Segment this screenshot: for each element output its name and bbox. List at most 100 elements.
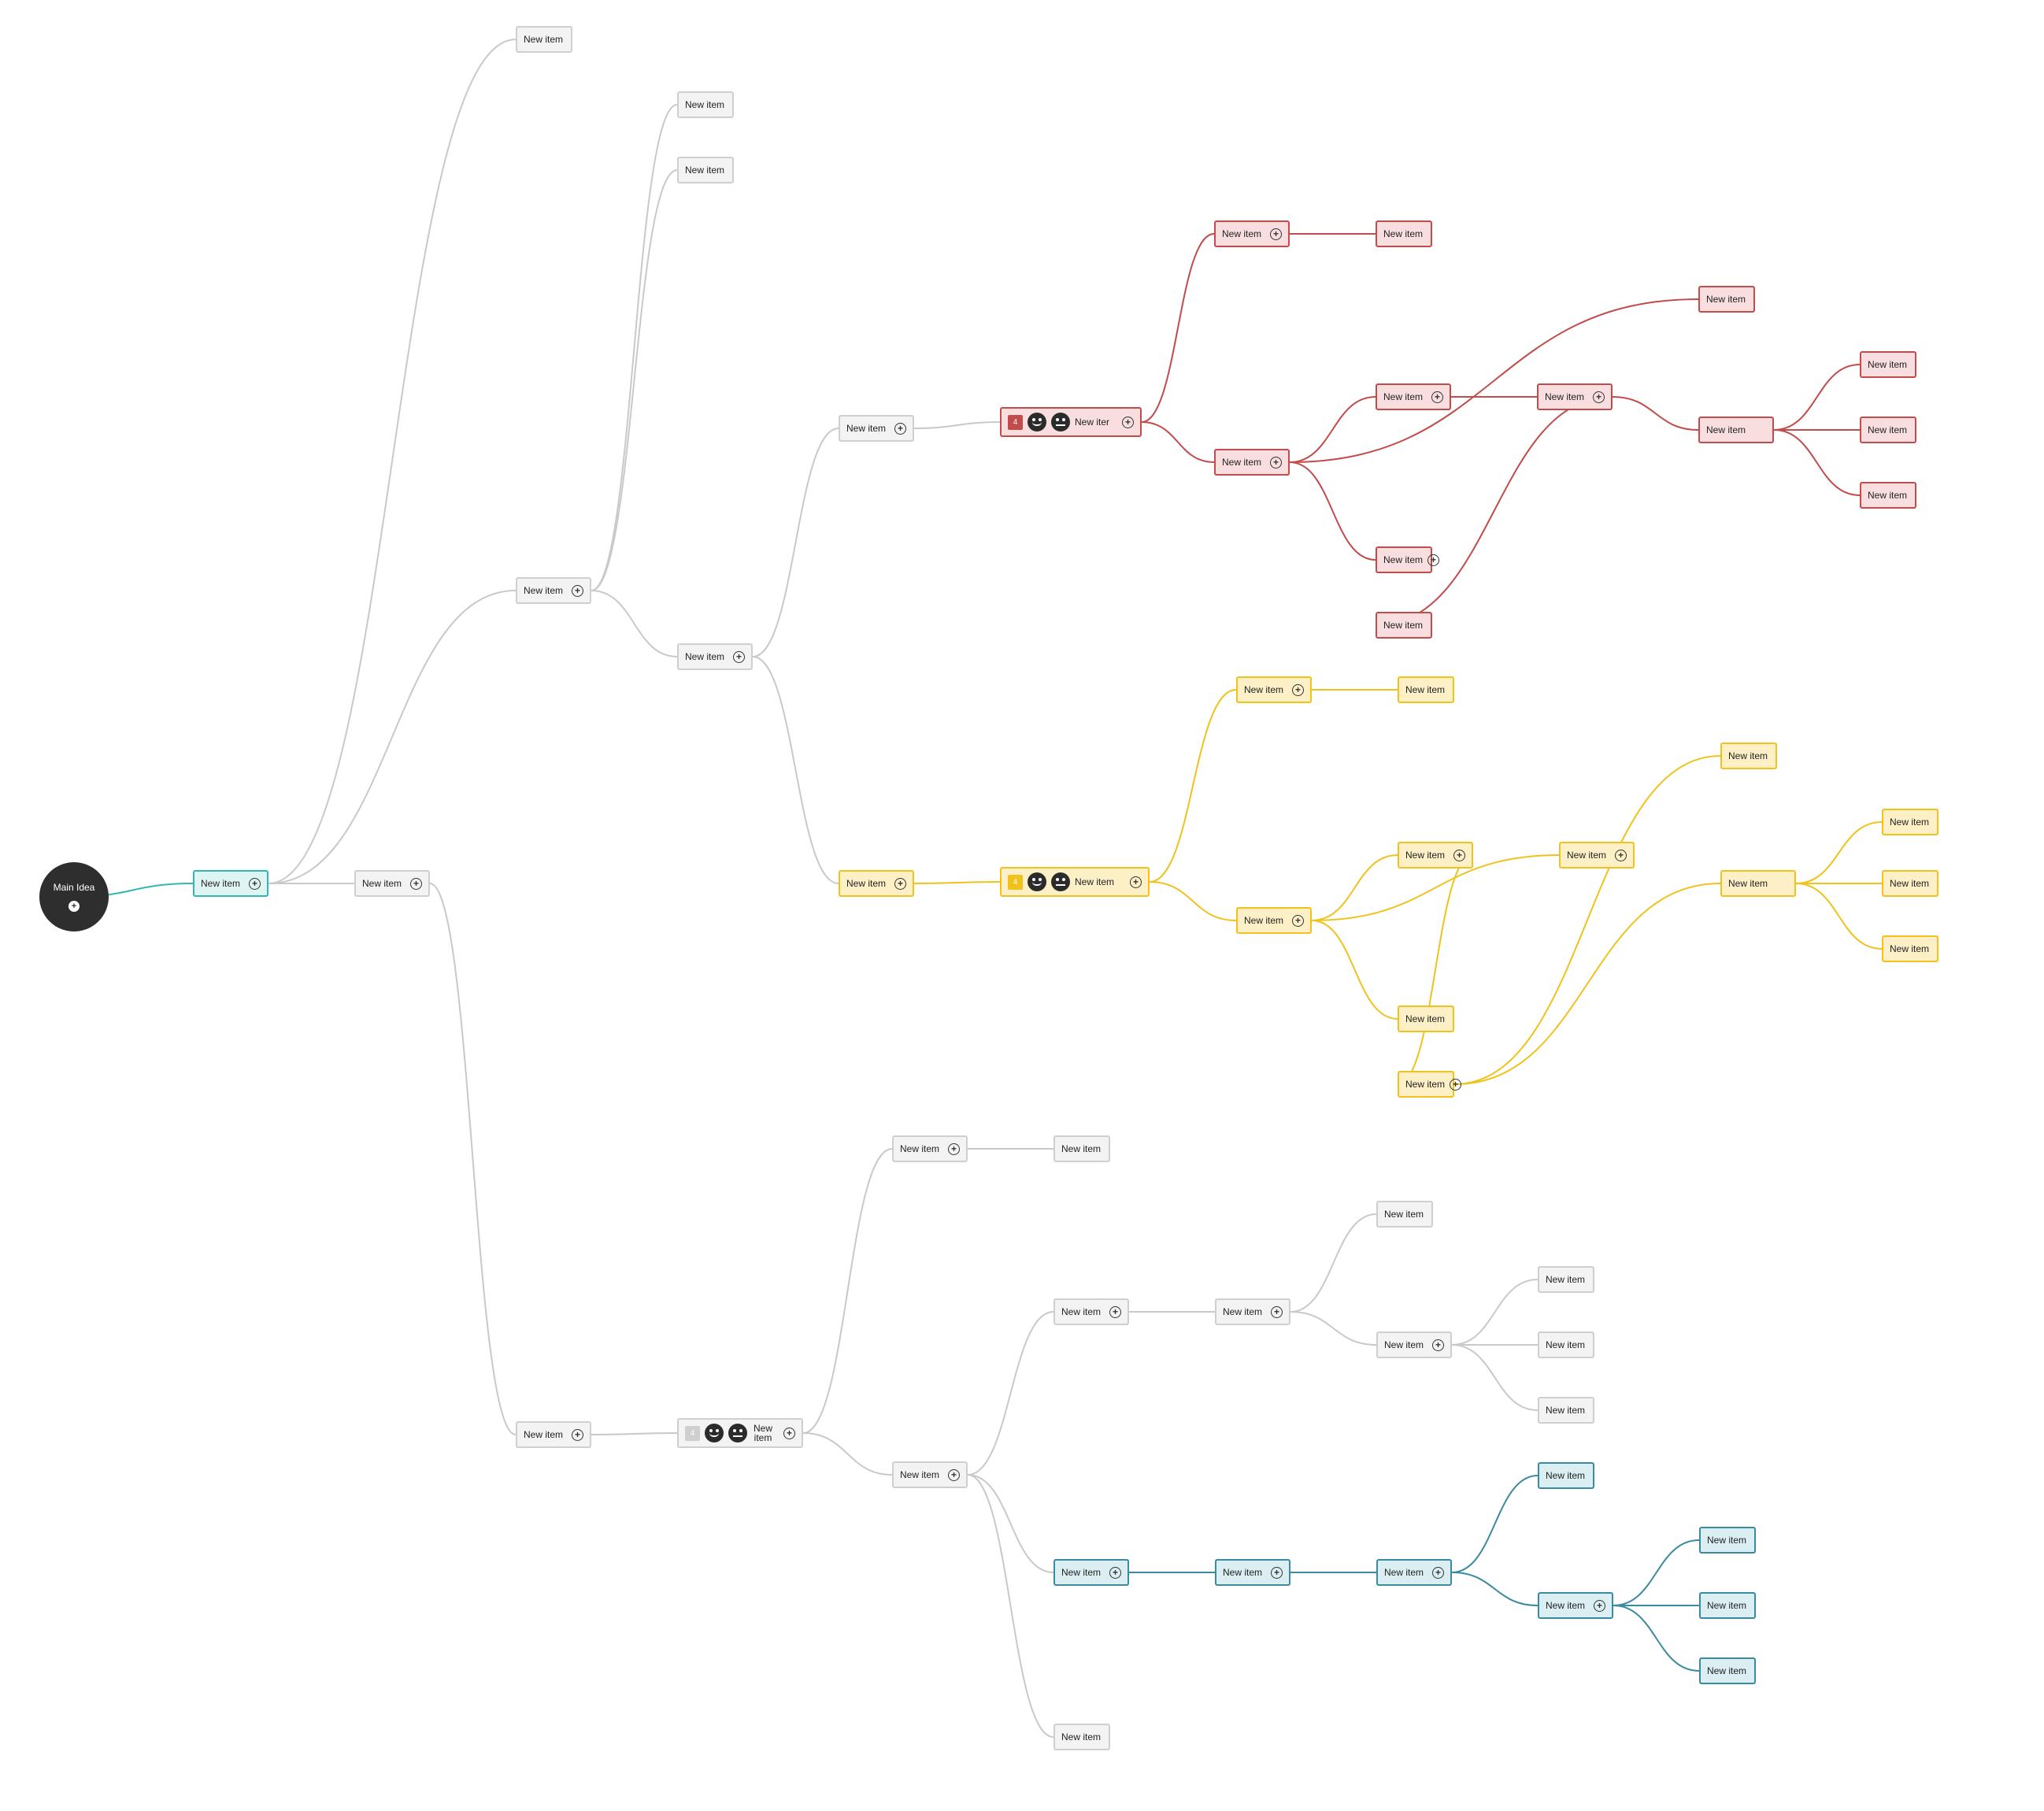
mind-map-node-y12[interactable]: New item <box>1882 870 1938 897</box>
mind-map-node-y8[interactable]: New item+ <box>1398 1071 1462 1098</box>
plus-circle-icon[interactable]: + <box>1271 1305 1283 1318</box>
mind-map-node-r1[interactable]: New item+ <box>1214 220 1290 247</box>
plus-circle-icon[interactable]: + <box>1450 1078 1462 1091</box>
mind-map-node-g7[interactable]: New item <box>1376 1201 1433 1228</box>
plus-circle-icon[interactable]: + <box>1122 416 1134 428</box>
mind-map-node-y11[interactable]: New item <box>1882 809 1938 835</box>
mind-map-node-g6[interactable]: New item+ <box>1215 1298 1290 1325</box>
plus-circle-icon[interactable]: + <box>1130 876 1142 888</box>
mind-map-node-g4[interactable]: New item <box>1053 1135 1110 1162</box>
mind-map-node-r3[interactable]: New item+ <box>1214 449 1290 476</box>
mind-map-node-r2[interactable]: New item <box>1376 220 1432 247</box>
mind-map-node-y2[interactable]: New item+ <box>1236 676 1312 703</box>
plus-circle-icon[interactable]: + <box>1432 1339 1444 1351</box>
connector-g3-b1 <box>967 1474 1054 1573</box>
plus-circle-icon[interactable]: + <box>1109 1305 1121 1318</box>
mind-map-node-b8[interactable]: New item <box>1699 1657 1756 1684</box>
connector-n1-n3 <box>268 39 517 884</box>
mind-map-node-g10[interactable]: New item <box>1538 1331 1594 1358</box>
neutral-face-icon <box>1051 872 1070 891</box>
plus-circle-icon[interactable]: + <box>1292 683 1304 696</box>
plus-circle-icon[interactable]: + <box>948 1143 960 1155</box>
plus-circle-icon[interactable]: + <box>1431 391 1443 403</box>
mind-map-node-b6[interactable]: New item <box>1699 1527 1756 1554</box>
mind-map-node-r6[interactable]: New item <box>1698 286 1755 313</box>
mind-map-node-y10[interactable]: New item <box>1720 870 1796 897</box>
mind-map-node-n1[interactable]: New item+ <box>193 870 268 897</box>
plus-circle-icon[interactable]: + <box>1292 914 1304 927</box>
plus-circle-icon[interactable]: + <box>1432 1566 1444 1579</box>
mind-map-node-n3[interactable]: New item <box>516 26 572 53</box>
connector-n6-n4 <box>591 104 678 591</box>
mind-map-node-b2[interactable]: New item + <box>1215 1559 1290 1586</box>
mind-map-node-y6[interactable]: New item+ <box>1559 842 1635 868</box>
mind-map-node-y3[interactable]: New item <box>1398 676 1454 703</box>
plus-circle-icon[interactable]: + <box>894 877 906 890</box>
plus-circle-icon[interactable]: + <box>572 584 583 597</box>
mind-map-node-r12[interactable]: New item <box>1860 482 1916 509</box>
mind-map-node-g5[interactable]: New item + <box>1053 1298 1129 1325</box>
mind-map-node-y5[interactable]: New item+ <box>1398 842 1473 868</box>
mind-map-node-b1[interactable]: New item+ <box>1053 1559 1129 1586</box>
mind-map-node-g11[interactable]: New item <box>1538 1397 1594 1424</box>
plus-circle-icon[interactable]: + <box>1593 391 1605 403</box>
main-idea-node[interactable]: Main Idea + <box>39 862 109 931</box>
mind-map-node-r5[interactable]: New item+ <box>1537 383 1613 410</box>
mind-map-node-y0[interactable]: New item+ <box>839 870 914 897</box>
node-label: New item <box>524 34 564 45</box>
mind-map-node-g8[interactable]: New item+ <box>1376 1331 1452 1358</box>
plus-circle-icon[interactable]: + <box>572 1428 583 1441</box>
mind-map-node-r8[interactable]: New item <box>1376 612 1432 639</box>
mind-map-node-b5[interactable]: New item+ <box>1538 1592 1613 1619</box>
connector-y1-y2 <box>1149 689 1237 883</box>
mind-map-node-g1[interactable]: New item+ <box>892 1135 968 1162</box>
plus-circle-icon[interactable]: + <box>783 1427 795 1439</box>
plus-circle-icon[interactable]: + <box>249 877 261 890</box>
mind-map-node-r9[interactable]: New item <box>1698 417 1774 443</box>
mind-map-node-r4[interactable]: New item+ <box>1376 383 1451 410</box>
plus-circle-icon[interactable]: + <box>1615 849 1627 861</box>
mind-map-node-n7[interactable]: New item+ <box>677 643 753 670</box>
mind-map-node-b7[interactable]: New item <box>1699 1592 1756 1619</box>
plus-circle-icon[interactable]: + <box>1109 1566 1121 1579</box>
mind-map-node-n5[interactable]: New item <box>677 157 734 183</box>
mind-map-node-g12[interactable]: New item <box>1053 1724 1110 1750</box>
plus-circle-icon[interactable]: + <box>1594 1599 1605 1612</box>
mind-map-node-r10[interactable]: New item <box>1860 351 1916 378</box>
mind-map-node-r7[interactable]: New item+ <box>1376 546 1440 573</box>
neutral-face-icon <box>728 1424 747 1443</box>
mind-map-node-g9[interactable]: New item <box>1538 1266 1594 1293</box>
mind-map-node-n2[interactable]: New item+ <box>354 870 430 897</box>
connector-g3-g12 <box>967 1474 1054 1738</box>
mind-map-node-r_parent[interactable]: New item+ <box>839 415 914 442</box>
plus-circle-icon[interactable]: + <box>948 1468 960 1481</box>
plus-circle-icon[interactable]: + <box>1427 554 1440 566</box>
mind-map-node-n6[interactable]: New item+ <box>516 577 591 604</box>
mind-map-node-b4[interactable]: New item <box>1538 1462 1594 1489</box>
plus-circle-icon[interactable]: + <box>733 650 745 663</box>
plus-circle-icon[interactable]: + <box>1453 849 1465 861</box>
mind-map-node-y7[interactable]: New item <box>1398 1005 1454 1032</box>
plus-circle-icon[interactable]: + <box>1270 228 1282 240</box>
mind-map-node-b3[interactable]: New item+ <box>1376 1559 1452 1586</box>
mind-map-node-n8[interactable]: New item+ <box>516 1421 591 1448</box>
plus-circle-icon[interactable]: + <box>1271 1566 1283 1579</box>
plus-circle-icon[interactable]: + <box>1270 456 1282 468</box>
mind-map-node-g3[interactable]: New item+ <box>892 1461 968 1488</box>
node-label: New item <box>1223 1567 1263 1578</box>
plus-circle-icon[interactable]: + <box>69 901 80 912</box>
priority-badge: 4 <box>1008 414 1023 430</box>
mind-map-node-y4[interactable]: New item+ <box>1236 907 1312 934</box>
plus-circle-icon[interactable]: + <box>410 877 422 890</box>
connector-n2-n8 <box>429 883 517 1435</box>
plus-circle-icon[interactable]: + <box>894 422 906 435</box>
node-label: New item <box>1061 1306 1102 1317</box>
mind-map-node-r11[interactable]: New item <box>1860 417 1916 443</box>
mind-map-node-y9[interactable]: New item <box>1720 743 1777 769</box>
mind-map-node-n4[interactable]: New item <box>677 91 734 118</box>
mind-map-node-y13[interactable]: New item <box>1882 935 1938 962</box>
